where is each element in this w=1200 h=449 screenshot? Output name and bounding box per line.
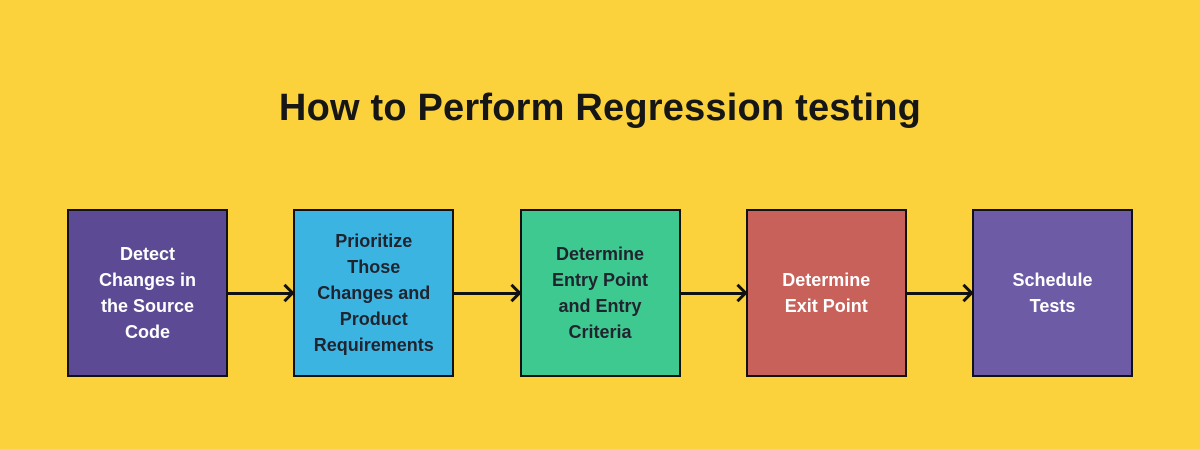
arrow-connector xyxy=(228,283,295,303)
step-label: Determine Exit Point xyxy=(782,270,871,316)
arrowhead-icon xyxy=(955,283,974,303)
arrowhead-icon xyxy=(276,283,295,303)
step-label: Detect Changes in the Source Code xyxy=(98,244,196,342)
flowchart: Detect Changes in the Source Code Priori… xyxy=(67,209,1133,377)
arrow-connector xyxy=(906,283,974,303)
step-label: Schedule Tests xyxy=(1012,270,1093,316)
step-box-schedule-tests: Schedule Tests xyxy=(972,209,1133,377)
step-box-prioritize-changes: Prioritize Those Changes and Product Req… xyxy=(293,209,455,377)
arrowhead-icon xyxy=(729,283,748,303)
arrow-connector xyxy=(454,283,522,303)
step-box-entry-point: Determine Entry Point and Entry Criteria xyxy=(519,209,681,377)
step-label: Prioritize Those Changes and Product Req… xyxy=(313,231,434,355)
step-box-detect-changes: Detect Changes in the Source Code xyxy=(67,209,228,377)
step-box-exit-point: Determine Exit Point xyxy=(745,209,907,377)
step-label: Determine Entry Point and Entry Criteria xyxy=(551,244,648,342)
arrowhead-icon xyxy=(502,283,522,303)
arrow-connector xyxy=(680,283,748,303)
page-title: How to Perform Regression testing xyxy=(278,87,922,130)
